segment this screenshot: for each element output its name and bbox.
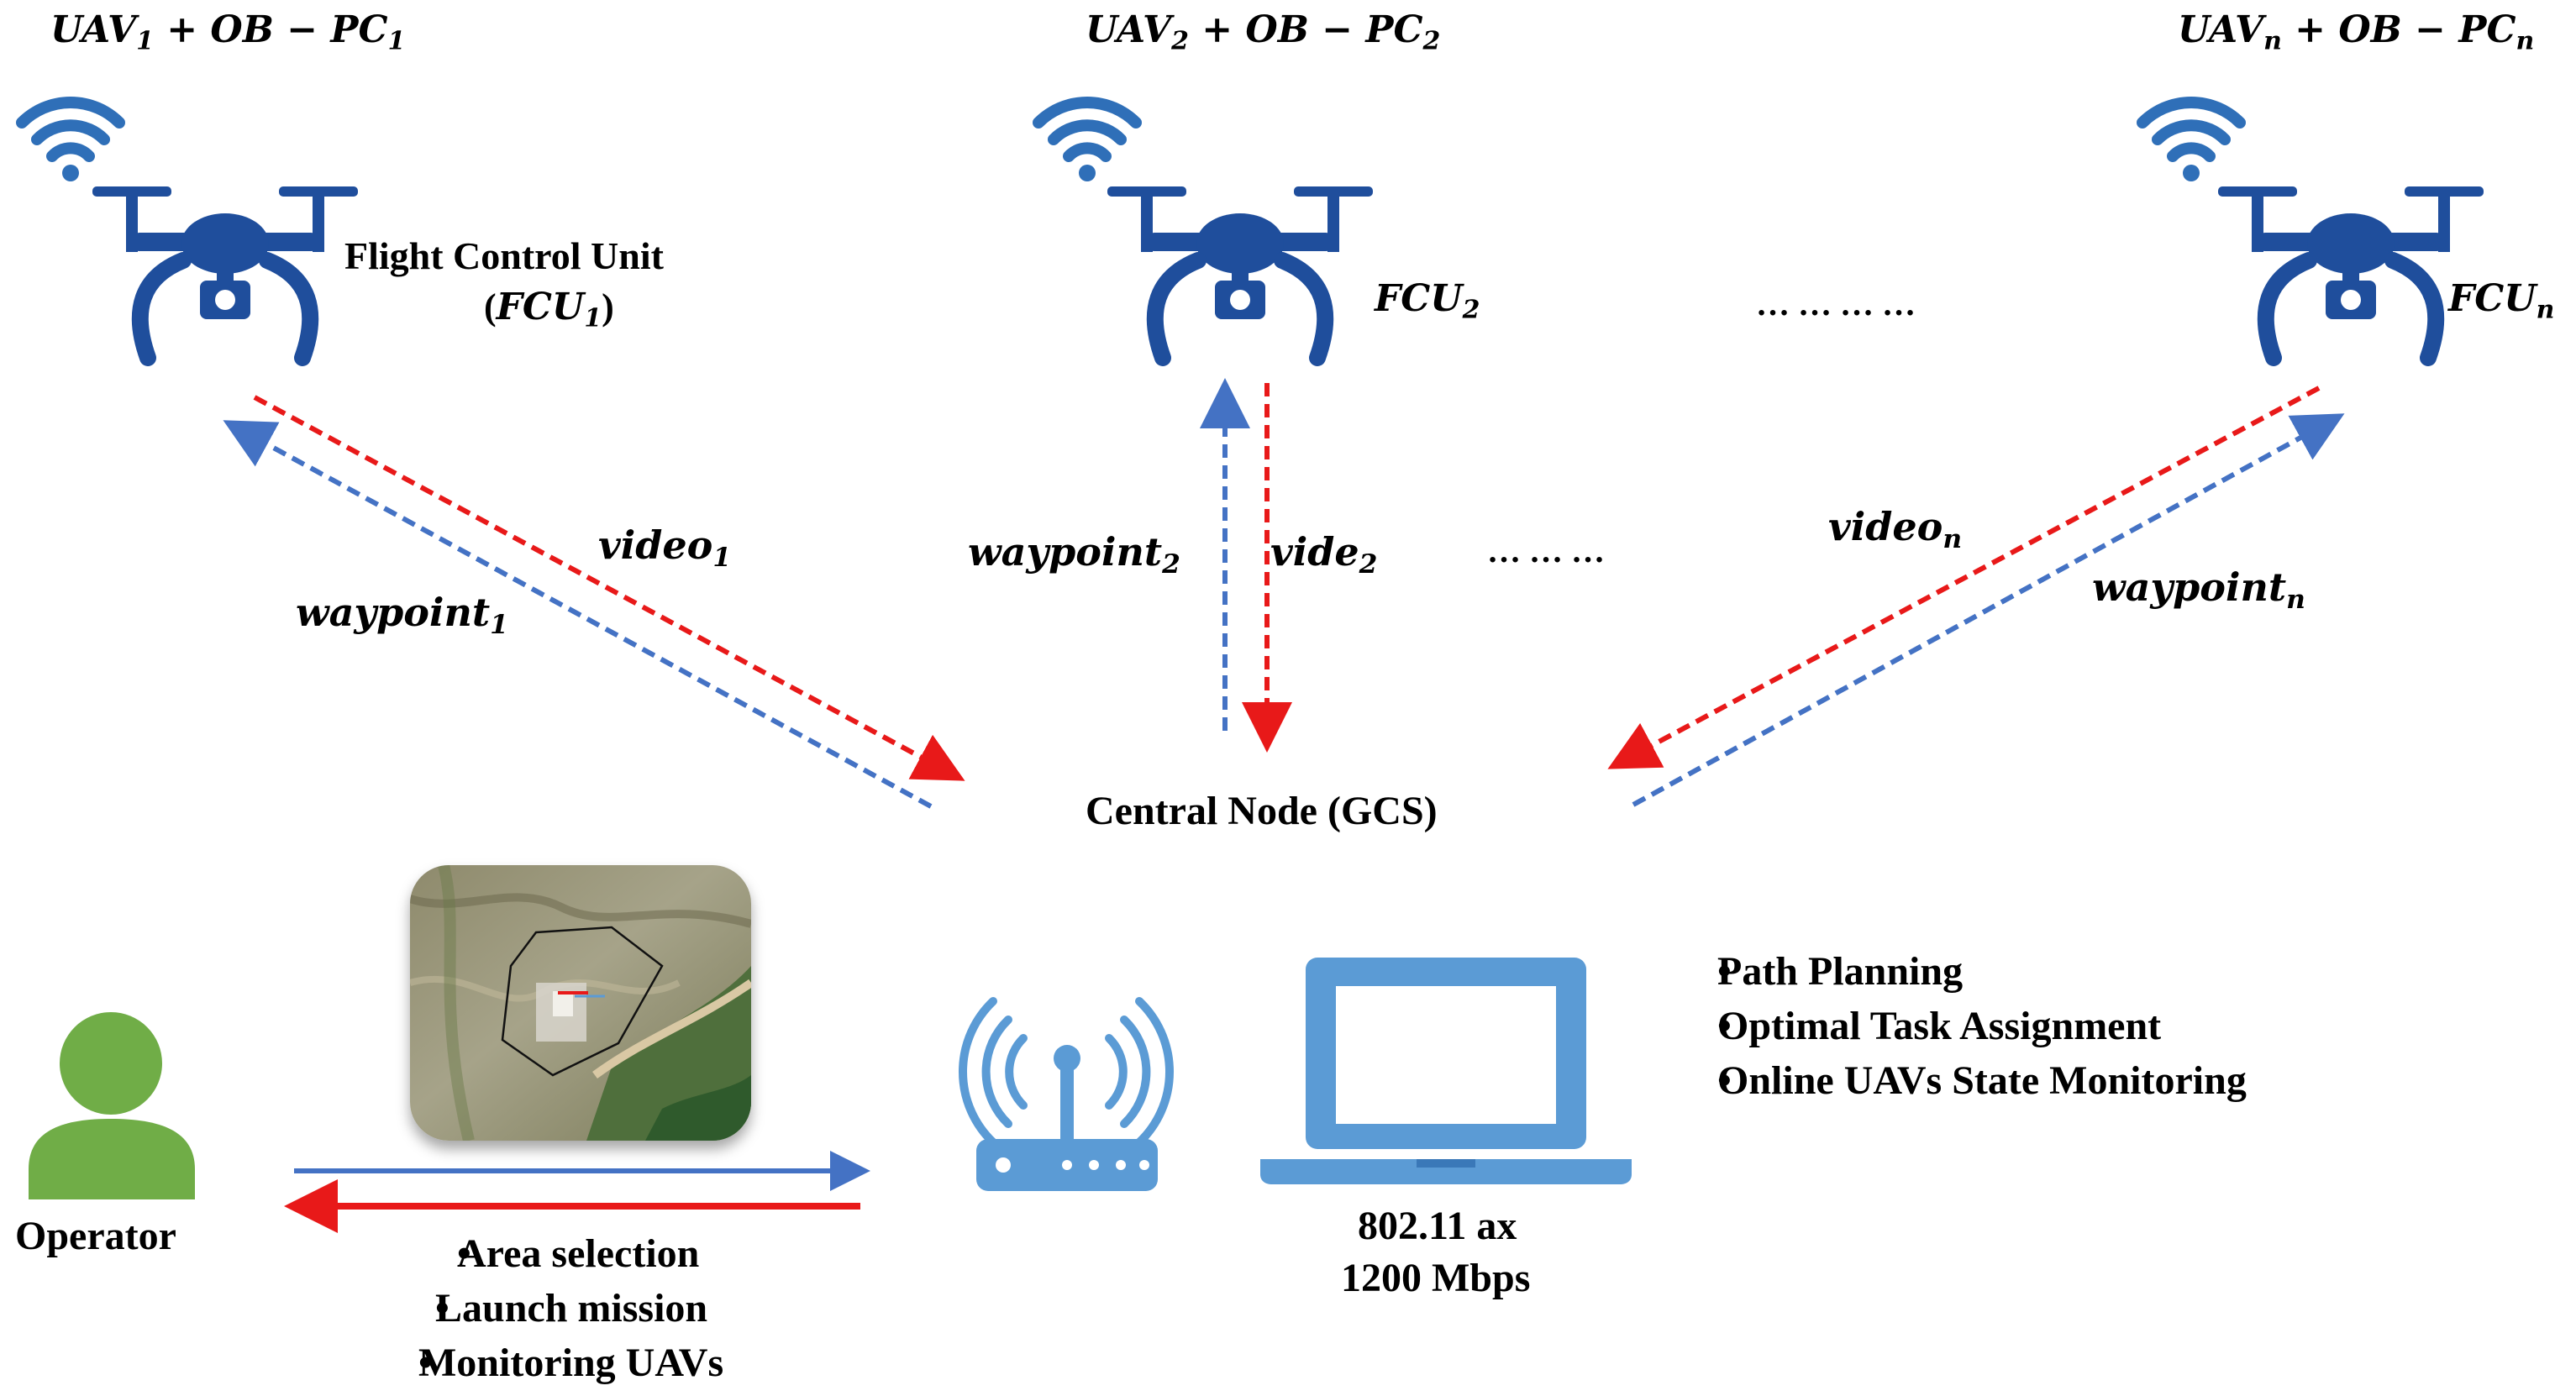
fcu1-abbrev: (FCU1)	[484, 286, 614, 333]
drone-icon	[1107, 186, 1373, 358]
map-thumbnail	[410, 865, 751, 1141]
ellipsis-top: … … … …	[1756, 285, 1916, 323]
list-item: Online UAVs State Monitoring	[1638, 1053, 2247, 1108]
uav1-title: UAV1 + OB − PC1	[50, 8, 406, 56]
list-item: Area selection	[393, 1226, 744, 1281]
videon-label: videon	[1828, 504, 1963, 554]
list-item: Launch mission	[386, 1281, 737, 1336]
wifi-icon	[22, 102, 119, 181]
laptop-icon	[1260, 958, 1632, 1184]
gcs-task-list: Path Planning Optimal Task Assignment On…	[1638, 944, 2247, 1108]
waypoint2-label: waypoint2	[968, 529, 1180, 580]
waypoint-link-uavn	[1632, 413, 2345, 807]
router-icon	[959, 997, 1174, 1191]
uavn-title: UAVn + OB − PCn	[2178, 8, 2535, 56]
wifi-icon	[1038, 102, 1136, 181]
operator-task-list: Area selection Launch mission Monitoring…	[393, 1226, 744, 1390]
drone-icon	[92, 186, 358, 358]
wifi-icon	[2142, 102, 2240, 181]
ellipsis-middle: … … …	[1487, 532, 1605, 569]
list-item: Optimal Task Assignment	[1638, 999, 2247, 1053]
waypoint1-label: waypoint1	[296, 590, 508, 640]
wifi-rate-label: 1200 Mbps	[1341, 1256, 1531, 1300]
video-link-uavn	[1607, 386, 2321, 769]
operator-label: Operator	[15, 1214, 176, 1258]
fcu1-label: Flight Control Unit	[344, 234, 664, 277]
fcu2-label: FCU2	[1375, 277, 1480, 325]
uav2-title: UAV2 + OB − PC2	[1086, 8, 1441, 56]
waypoint-link-uav1	[223, 420, 933, 809]
central-node-label: Central Node (GCS)	[1086, 789, 1438, 833]
list-item: Monitoring UAVs	[373, 1336, 723, 1390]
list-item: Path Planning	[1638, 944, 2247, 999]
video1-label: video1	[598, 522, 732, 573]
person-icon	[29, 1012, 195, 1199]
drone-icon	[2218, 186, 2484, 358]
wifi-standard-label: 802.11 ax	[1358, 1204, 1517, 1248]
fcun-label: FCUn	[2448, 277, 2555, 325]
waypointn-label: waypointn	[2092, 564, 2305, 615]
video-link-uav1	[253, 395, 965, 781]
video2-label: vide2	[1270, 529, 1378, 580]
